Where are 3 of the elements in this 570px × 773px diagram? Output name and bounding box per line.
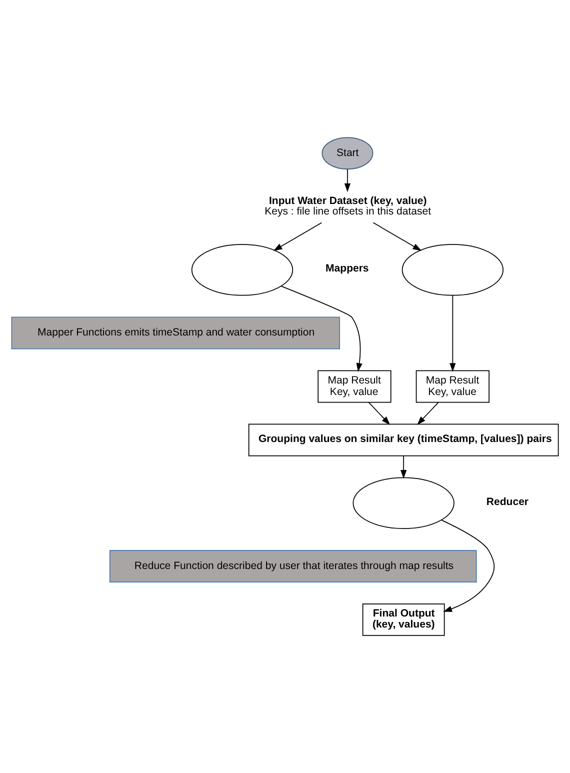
node-text: Input Water Dataset (key, value) Keys : file line offsets in this dataset xyxy=(264,194,432,218)
label: Mappers xyxy=(326,262,369,275)
label: Reducer xyxy=(486,496,529,508)
